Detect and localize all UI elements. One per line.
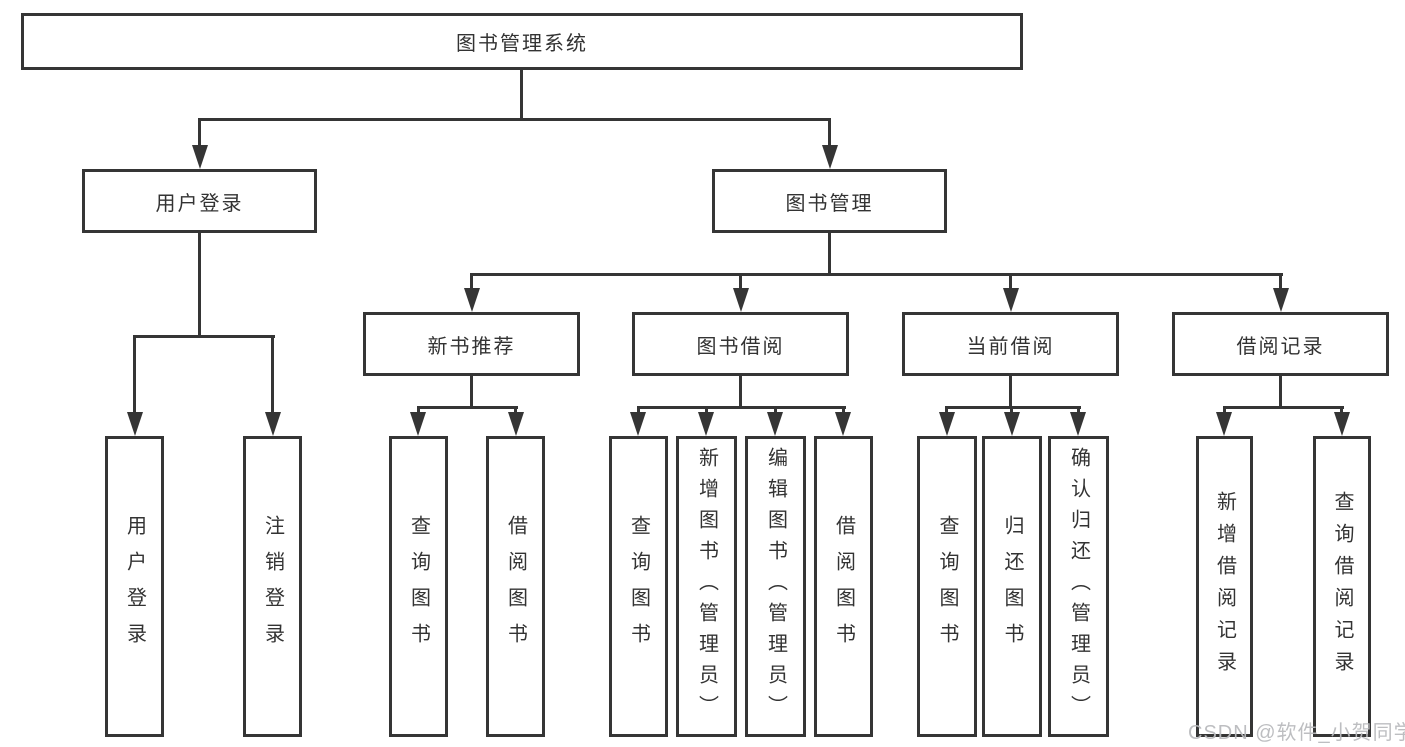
leaf-user-login: 用户登录 [105,436,164,737]
leaf-confirm-return-admin: 确认归还（管理员） [1048,436,1109,737]
node-book-management: 图书管理 [712,169,947,233]
node-label: 当前借阅 [966,335,1055,358]
node-library-management-system: 图书管理系统 [21,13,1023,70]
arrow-down-icon [630,412,646,436]
arrow-down-icon [1004,412,1020,436]
connector-current-borrow-stub [1009,376,1012,408]
leaf-edit-books-admin: 编辑图书（管理员） [745,436,806,737]
connector-new-book-rail [417,406,518,409]
connector-to-book-management [828,118,831,146]
node-label: 图书管理 [785,192,874,215]
arrow-down-icon [1334,412,1350,436]
leaf-label: 新增图书（管理员） [695,447,718,726]
arrow-down-icon [733,288,749,312]
connector-level2-rail [198,118,831,121]
leaf-label: 查询图书 [936,514,958,659]
leaf-add-borrow-record: 新增借阅记录 [1196,436,1253,737]
leaf-return-books: 归还图书 [982,436,1042,737]
connector-leaf [1340,406,1343,416]
connector-borrow-record-rail [1223,406,1344,409]
connector-to-leaf-login [133,335,136,413]
connector-book-borrow-stub [739,376,742,408]
leaf-label: 确认归还（管理员） [1067,447,1090,726]
node-new-book-recommend: 新书推荐 [363,312,580,376]
node-current-borrowing: 当前借阅 [902,312,1119,376]
connector-book-management-stub [828,233,831,275]
leaf-query-books-borrow: 查询图书 [609,436,668,737]
node-borrowing-records: 借阅记录 [1172,312,1389,376]
leaf-query-books-newrec: 查询图书 [389,436,448,737]
leaf-borrow-books: 借阅图书 [814,436,873,737]
node-label: 用户登录 [155,192,244,215]
leaf-label: 新增借阅记录 [1213,490,1236,683]
leaf-label: 查询图书 [407,514,430,659]
csdn-watermark: CSDN @软件_小贺同学 [1188,722,1405,744]
connector-leaf [1010,406,1013,416]
node-label: 借阅记录 [1236,335,1325,358]
connector-to-new-book [470,273,473,290]
connector-level3-rail [470,273,1283,276]
arrow-down-icon [1273,288,1289,312]
connector-book-borrow-rail [637,406,846,409]
node-label: 新书推荐 [427,335,516,358]
connector-leaf [1077,406,1080,416]
connector-leaf [1223,406,1226,416]
connector-new-book-stub [470,376,473,408]
connector-to-user-login [198,118,201,146]
connector-current-borrow-rail [945,406,1081,409]
leaf-borrow-books-newrec: 借阅图书 [486,436,545,737]
node-book-borrowing: 图书借阅 [632,312,849,376]
connector-leaf [842,406,845,416]
connector-leaf [705,406,708,416]
connector-borrow-record-stub [1279,376,1282,408]
arrow-down-icon [1216,412,1232,436]
arrow-down-icon [939,412,955,436]
node-user-login: 用户登录 [82,169,317,233]
arrow-down-icon [464,288,480,312]
connector-to-current-borrow [1009,273,1012,290]
arrow-down-icon [1003,288,1019,312]
arrow-down-icon [822,145,838,169]
leaf-label: 查询借阅记录 [1331,490,1353,683]
arrow-down-icon [265,412,281,436]
leaf-label: 编辑图书（管理员） [764,447,787,726]
connector-leaf [417,406,420,416]
arrow-down-icon [1070,412,1086,436]
connector-to-leaf-logout [271,335,274,413]
leaf-query-books-current: 查询图书 [917,436,977,737]
connector-to-borrow-record [1279,273,1282,290]
leaf-label: 归还图书 [1001,514,1023,659]
arrow-down-icon [127,412,143,436]
node-label: 图书管理系统 [456,33,588,55]
connector-leaf [774,406,777,416]
arrow-down-icon [410,412,426,436]
connector-leaf [637,406,640,416]
connector-root-stub [520,70,523,120]
arrow-down-icon [192,145,208,169]
arrow-down-icon [508,412,524,436]
leaf-add-books-admin: 新增图书（管理员） [676,436,737,737]
leaf-label: 查询图书 [627,514,650,659]
connector-leaf [514,406,517,416]
arrow-down-icon [698,412,714,436]
node-label: 图书借阅 [696,335,785,358]
connector-to-book-borrow [739,273,742,290]
connector-user-login-stub [198,233,201,337]
leaf-label: 借阅图书 [832,514,855,659]
arrow-down-icon [767,412,783,436]
connector-user-login-rail [133,335,275,338]
leaf-label: 注销登录 [261,514,284,659]
leaf-logout: 注销登录 [243,436,302,737]
leaf-label: 借阅图书 [504,514,527,659]
connector-leaf [945,406,948,416]
leaf-query-borrow-record: 查询借阅记录 [1313,436,1371,737]
arrow-down-icon [835,412,851,436]
leaf-label: 用户登录 [123,514,146,659]
